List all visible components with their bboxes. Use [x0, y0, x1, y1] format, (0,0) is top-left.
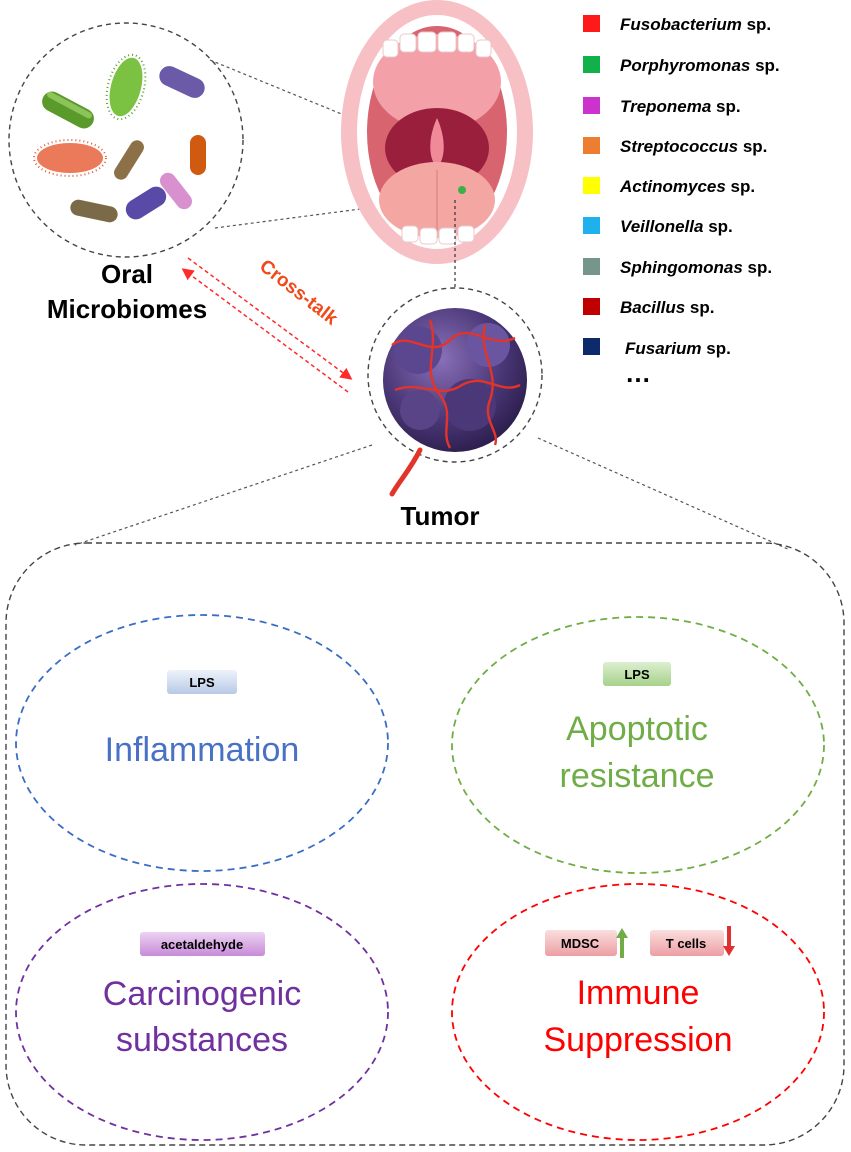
legend-item: Actinomyces sp.	[619, 177, 755, 196]
legend-swatch	[583, 338, 600, 355]
apoptotic-title-line1: Apoptotic	[566, 710, 708, 748]
legend-item: Porphyromonas sp.	[620, 56, 780, 75]
legend-swatch	[583, 137, 600, 154]
tumor-label: Tumor	[401, 501, 480, 531]
tcells-tag	[650, 930, 724, 956]
up-arrow-icon	[616, 928, 628, 958]
legend-item: Bacillus sp.	[620, 298, 715, 317]
legend-item: Streptococcus sp.	[620, 137, 767, 156]
carcinogenic-group: acetaldehyde Carcinogenic substances	[15, 883, 389, 1141]
crosstalk-arrow-back	[181, 268, 349, 393]
legend-item: Sphingomonas sp.	[620, 258, 772, 277]
inflammation-group: LPS Inflammation	[15, 614, 389, 872]
mdsc-tag	[545, 930, 617, 956]
legend-swatch	[583, 258, 600, 275]
legend-swatch	[583, 177, 600, 194]
legend-more-ellipsis: …	[625, 358, 651, 388]
open-mouth-illustration	[341, 0, 533, 264]
oral-label-line1: Oral	[101, 259, 153, 289]
bacteria-icons	[33, 53, 206, 223]
lps-tag	[603, 662, 671, 686]
species-legend: Fusobacterium sp. Porphyromonas sp. Trep…	[583, 15, 780, 388]
legend-item: Treponema sp.	[620, 97, 741, 116]
tumor-circle	[367, 287, 543, 497]
carcinogenic-title-line2: substances	[116, 1021, 288, 1059]
legend-swatch	[583, 217, 600, 234]
tcells-tag-label: T cells	[666, 936, 706, 951]
acetaldehyde-tag	[140, 932, 265, 956]
crosstalk-label: Cross-talk	[255, 256, 341, 330]
acetaldehyde-tag-label: acetaldehyde	[161, 937, 243, 952]
lps-tag	[167, 670, 237, 694]
inflammation-title: Inflammation	[105, 731, 300, 769]
lps-tag-label: LPS	[624, 667, 650, 682]
mechanisms-box	[5, 542, 845, 1146]
lps-tag-label: LPS	[189, 675, 215, 690]
immune-group: MDSC T cells Immune Suppression	[451, 883, 825, 1141]
apoptotic-title-line2: resistance	[560, 757, 715, 795]
connector-line	[209, 59, 401, 139]
crosstalk-arrow-forward	[187, 257, 353, 380]
apoptotic-group: LPS Apoptotic resistance	[451, 616, 825, 874]
mdsc-tag-label: MDSC	[561, 936, 600, 951]
legend-swatch	[583, 97, 600, 114]
immune-title-line1: Immune	[577, 974, 700, 1012]
legend-swatch	[583, 56, 600, 73]
legend-item: Veillonella sp.	[620, 217, 733, 236]
legend-item: Fusarium sp.	[625, 339, 731, 358]
oral-label-line2: Microbiomes	[47, 294, 207, 324]
immune-title-line2: Suppression	[543, 1021, 732, 1059]
down-arrow-icon	[723, 926, 735, 956]
oral-microbiome-circle	[8, 22, 244, 258]
carcinogenic-title-line1: Carcinogenic	[103, 975, 301, 1013]
legend-swatch	[583, 15, 600, 32]
legend-swatch	[583, 298, 600, 315]
zoom-line-left	[74, 444, 373, 546]
zoom-line-right	[537, 437, 791, 551]
legend-item: Fusobacterium sp.	[620, 15, 771, 34]
